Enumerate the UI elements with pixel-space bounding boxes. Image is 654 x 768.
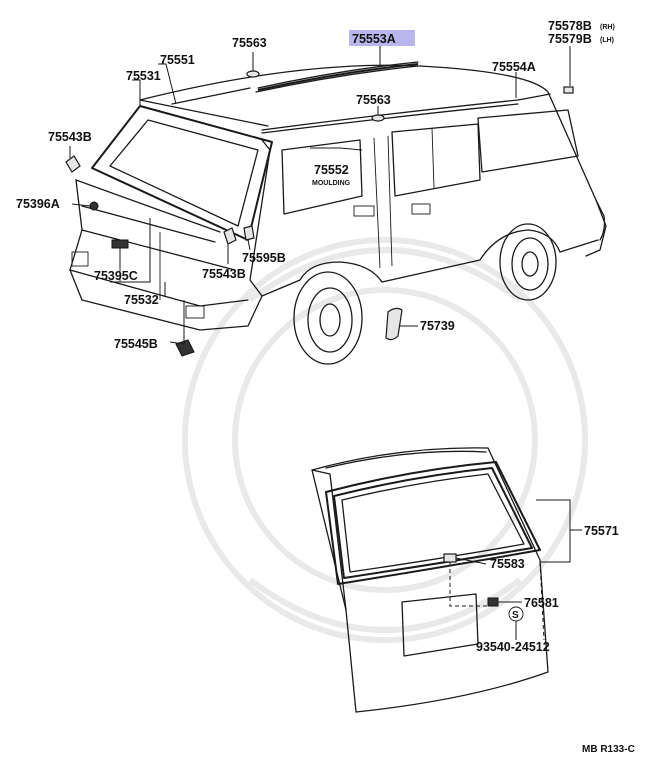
label-75583: 75583 bbox=[490, 557, 525, 571]
label-75545B: 75545B bbox=[114, 337, 158, 351]
label-75554A: 75554A bbox=[492, 60, 536, 74]
label-75739: 75739 bbox=[420, 319, 455, 333]
label-75553A: 75553A bbox=[352, 32, 396, 46]
label-75531: 75531 bbox=[126, 69, 161, 83]
label-75543B-upper: 75543B bbox=[48, 130, 92, 144]
bracket-75545B bbox=[175, 339, 195, 357]
clip-75595B bbox=[243, 225, 255, 241]
label-75579B-side: (LH) bbox=[600, 37, 614, 44]
screw-symbol-label: S bbox=[512, 610, 519, 621]
back-door-illustration: S bbox=[311, 447, 549, 713]
label-75563-mid: 75563 bbox=[356, 93, 391, 107]
label-75551: 75551 bbox=[160, 53, 195, 67]
label-75571: 75571 bbox=[584, 524, 619, 538]
glass-seal-75571 bbox=[325, 461, 541, 585]
end-cap-75578B bbox=[563, 86, 574, 94]
part-labels: 75553A 75563 75551 75531 75578B (RH) 755… bbox=[16, 19, 635, 755]
label-75595B: 75595B bbox=[242, 251, 286, 265]
van-leaders bbox=[69, 46, 571, 345]
label-moulding: MOULDING bbox=[312, 180, 351, 187]
clip-75563-mid bbox=[371, 114, 385, 122]
label-75552: 75552 bbox=[314, 163, 349, 177]
van-parts bbox=[65, 63, 574, 357]
roof-moulding-75553A bbox=[257, 63, 419, 91]
emblem-75395C bbox=[111, 239, 129, 249]
pad-75583 bbox=[443, 553, 457, 563]
mudguard-75739 bbox=[385, 307, 403, 341]
bracket-76581 bbox=[487, 597, 499, 607]
van-illustration bbox=[69, 61, 607, 365]
label-75578B-side: (RH) bbox=[600, 24, 615, 31]
label-75578B: 75578B bbox=[548, 19, 592, 33]
label-75543B-lower: 75543B bbox=[202, 267, 246, 281]
label-75579B: 75579B bbox=[548, 32, 592, 46]
pad-75543B-upper bbox=[65, 155, 81, 173]
label-75532: 75532 bbox=[124, 293, 159, 307]
label-93540-24512: 93540-24512 bbox=[476, 640, 550, 654]
label-75395C: 75395C bbox=[94, 269, 138, 283]
figure-code: MB R133-C bbox=[582, 744, 635, 755]
pad-75543B-lower bbox=[223, 227, 237, 245]
highlight-75553A bbox=[349, 30, 415, 46]
clip-75563-top bbox=[246, 70, 260, 78]
door-leaders bbox=[449, 499, 582, 641]
label-76581: 76581 bbox=[524, 596, 559, 610]
plug-75396A bbox=[89, 201, 99, 211]
label-75396A: 75396A bbox=[16, 197, 60, 211]
watermark-emblem bbox=[182, 237, 588, 643]
label-75563-top: 75563 bbox=[232, 36, 267, 50]
